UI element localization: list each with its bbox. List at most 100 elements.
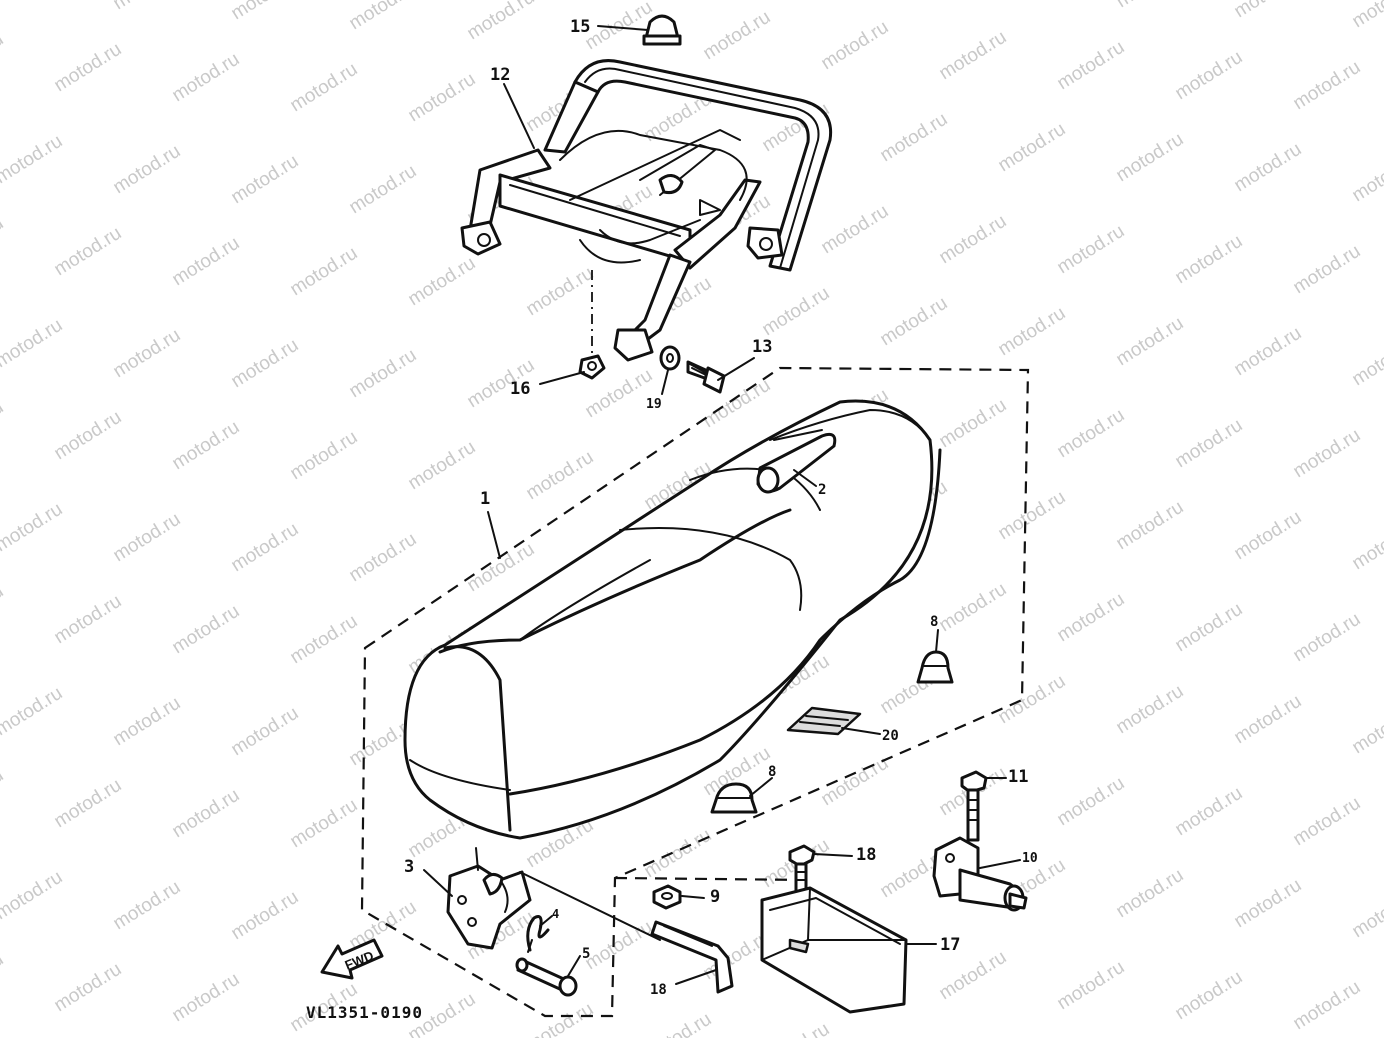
nut-9 bbox=[652, 884, 682, 910]
watermark-text: motod.ru bbox=[0, 765, 7, 823]
watermark-text: motod.ru bbox=[1113, 497, 1188, 555]
callout-18: 18 bbox=[650, 982, 667, 998]
watermark-text: motod.ru bbox=[110, 141, 185, 199]
watermark-text: motod.ru bbox=[1231, 691, 1306, 749]
callout-1: 1 bbox=[480, 489, 490, 509]
watermark-text: motod.ru bbox=[1172, 783, 1247, 841]
watermark-text: motod.ru bbox=[169, 969, 244, 1027]
watermark-text: motod.ru bbox=[228, 887, 303, 945]
watermark-text: motod.ru bbox=[228, 703, 303, 761]
watermark-text: motod.ru bbox=[405, 253, 480, 311]
watermark-text: motod.ru bbox=[641, 825, 716, 883]
watermark-text: motod.ru bbox=[523, 447, 598, 505]
watermark-text: motod.ru bbox=[1290, 977, 1365, 1035]
watermark-text: motod.ru bbox=[1231, 139, 1306, 197]
watermark-text: motod.ru bbox=[287, 795, 362, 853]
callout-8-lower: 8 bbox=[768, 764, 776, 780]
nut bbox=[578, 354, 606, 380]
bolt bbox=[686, 360, 726, 394]
watermark-text: motod.ru bbox=[51, 223, 126, 281]
watermark-text: motod.ru bbox=[936, 579, 1011, 637]
watermark-text: motod.ru bbox=[995, 487, 1070, 545]
watermark-text: motod.ru bbox=[110, 693, 185, 751]
watermark-text: motod.ru bbox=[1172, 47, 1247, 105]
callout-2: 2 bbox=[818, 482, 826, 498]
watermark-text: motod.ru bbox=[936, 211, 1011, 269]
watermark-text: motod.ru bbox=[1113, 0, 1188, 12]
watermark-text: motod.ru bbox=[936, 395, 1011, 453]
watermark-text: motod.ru bbox=[1349, 701, 1384, 759]
watermark-text: motod.ru bbox=[346, 897, 421, 955]
damper-lower bbox=[710, 782, 758, 814]
watermark-text: motod.ru bbox=[1349, 0, 1384, 32]
watermark-text: motod.ru bbox=[0, 131, 66, 189]
watermark-text: motod.ru bbox=[51, 39, 126, 97]
watermark-text: motod.ru bbox=[759, 1019, 834, 1038]
seat-tube bbox=[756, 429, 837, 494]
watermark-text: motod.ru bbox=[1113, 129, 1188, 187]
callout-15: 16 bbox=[510, 379, 530, 399]
watermark-text: motod.ru bbox=[0, 0, 66, 4]
cap-nut bbox=[642, 14, 682, 46]
watermark-text: motod.ru bbox=[877, 109, 952, 167]
watermark-text: motod.ru bbox=[1349, 333, 1384, 391]
watermark-text: motod.ru bbox=[877, 293, 952, 351]
diagram-code: VL1351-0190 bbox=[306, 1003, 423, 1022]
watermark-text: motod.ru bbox=[0, 683, 66, 741]
watermark-text: motod.ru bbox=[110, 509, 185, 567]
watermark-text: motod.ru bbox=[818, 17, 893, 75]
watermark-text: motod.ru bbox=[228, 519, 303, 577]
watermark-text: motod.ru bbox=[1113, 865, 1188, 923]
watermark-text: motod.ru bbox=[51, 959, 126, 1017]
watermark-text: motod.ru bbox=[995, 0, 1070, 2]
watermark-text: motod.ru bbox=[346, 529, 421, 587]
callout-20: 20 bbox=[882, 728, 899, 744]
watermark-text: motod.ru bbox=[1290, 57, 1365, 115]
watermark-text: motod.ru bbox=[169, 785, 244, 843]
watermark-text: motod.ru bbox=[936, 27, 1011, 85]
watermark-text: motod.ru bbox=[1172, 231, 1247, 289]
watermark-text: motod.ru bbox=[1054, 957, 1129, 1015]
watermark-text: motod.ru bbox=[287, 243, 362, 301]
watermark-text: motod.ru bbox=[110, 325, 185, 383]
watermark-text: motod.ru bbox=[464, 539, 539, 597]
callout-4: 4 bbox=[552, 907, 559, 921]
watermark-text: motod.ru bbox=[818, 753, 893, 811]
callout-16: 17 bbox=[940, 935, 960, 955]
watermark-text: motod.ru bbox=[523, 999, 598, 1038]
watermark-text: motod.ru bbox=[1054, 221, 1129, 279]
callout-10: 10 bbox=[1022, 851, 1038, 866]
watermark-text: motod.ru bbox=[700, 7, 775, 65]
leader-lines bbox=[423, 25, 1021, 985]
watermark-text: motod.ru bbox=[169, 417, 244, 475]
watermark-text: motod.ru bbox=[1113, 681, 1188, 739]
luggage-rack bbox=[460, 59, 833, 362]
watermark-text: motod.ru bbox=[0, 867, 66, 925]
watermark-text: motod.ru bbox=[464, 0, 539, 44]
pin bbox=[515, 957, 578, 997]
watermark-text: motod.ru bbox=[936, 947, 1011, 1005]
watermark-text: motod.ru bbox=[1172, 415, 1247, 473]
watermark-text: motod.ru bbox=[51, 591, 126, 649]
battery-area-outline bbox=[614, 876, 811, 882]
watermark-text: motod.ru bbox=[346, 161, 421, 219]
watermark-text: motod.ru bbox=[1054, 773, 1129, 831]
watermark-text: motod.ru bbox=[1113, 313, 1188, 371]
watermark-text: motod.ru bbox=[346, 0, 421, 34]
watermark-text: motod.ru bbox=[405, 437, 480, 495]
callout-19: 19 bbox=[646, 397, 662, 412]
watermark-text: motod.ru bbox=[523, 263, 598, 321]
watermark-text: motod.ru bbox=[1231, 507, 1306, 565]
damper-upper bbox=[916, 650, 954, 684]
watermark-text: motod.ru bbox=[1290, 793, 1365, 851]
callouts: 15 12 16 19 13 1 2 8 20 8 11 18 10 3 4 5… bbox=[404, 17, 1038, 998]
watermark-text: motod.ru bbox=[1054, 589, 1129, 647]
watermark-text: motod.ru bbox=[1349, 517, 1384, 575]
watermark-text: motod.ru bbox=[169, 49, 244, 107]
watermark-text: motod.ru bbox=[0, 213, 7, 271]
watermark-text: motod.ru bbox=[995, 119, 1070, 177]
watermark-text: motod.ru bbox=[405, 69, 480, 127]
callout-17: 18 bbox=[856, 845, 876, 865]
watermark-text: motod.ru bbox=[995, 671, 1070, 729]
